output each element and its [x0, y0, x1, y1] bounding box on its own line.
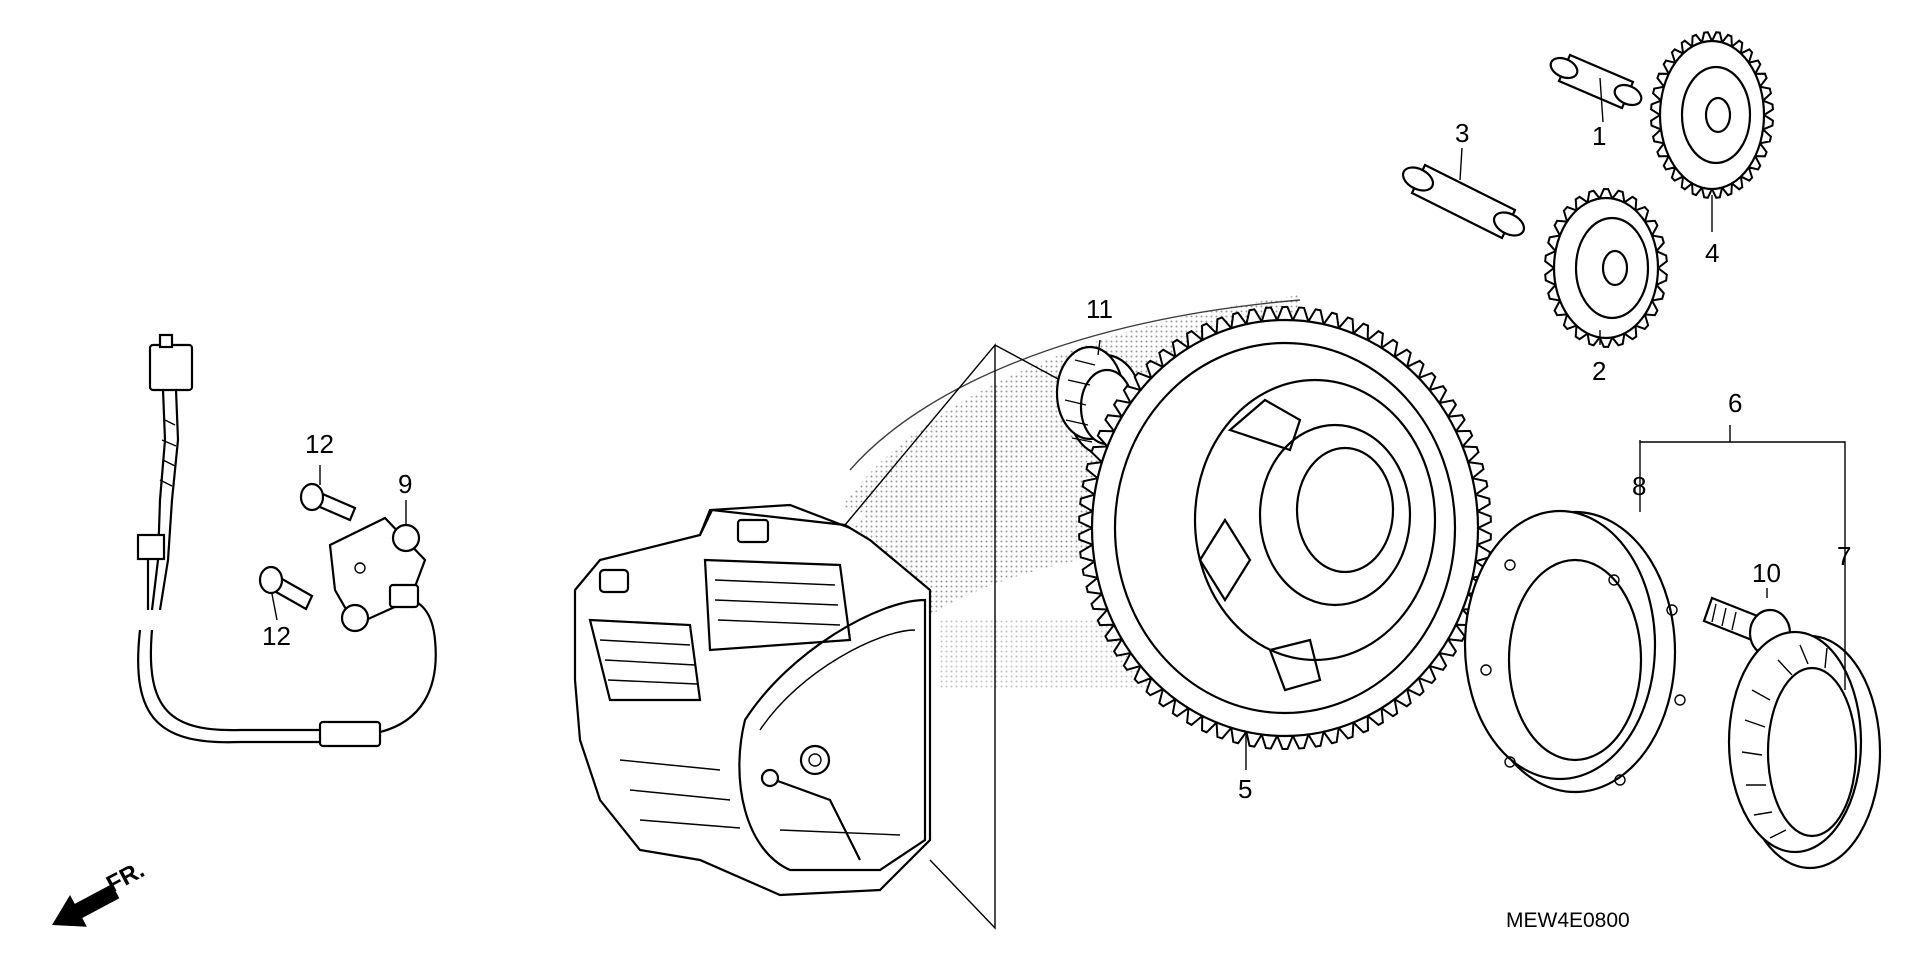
callout-5: 5	[1238, 774, 1252, 804]
callout-1: 1	[1592, 121, 1606, 151]
bolt-part-12-lower	[258, 565, 314, 611]
callout-8: 8	[1632, 471, 1646, 501]
callout-4: 4	[1705, 238, 1719, 268]
bolt-part-12-upper	[299, 482, 357, 522]
idle-gear-part-2	[1544, 188, 1668, 348]
engine-crankcase	[573, 503, 932, 897]
callout-9: 9	[398, 469, 412, 499]
callout-7: 7	[1837, 541, 1851, 571]
callout-6: 6	[1728, 388, 1742, 418]
callout-10: 10	[1752, 558, 1781, 588]
gear-part-4	[1650, 31, 1774, 199]
shaft-part-1	[1549, 53, 1643, 110]
callout-12-upper: 12	[305, 429, 334, 459]
one-way-clutch	[1727, 630, 1882, 870]
front-arrow-icon	[52, 884, 120, 927]
callout-2: 2	[1592, 356, 1606, 386]
shaft-part-3	[1401, 163, 1526, 240]
pulse-sensor	[328, 516, 427, 633]
starter-driven-gear	[1078, 306, 1492, 750]
callout-11: 11	[1086, 294, 1113, 324]
diagram-code: MEW4E0800	[1506, 909, 1630, 932]
starter-clutch-outer	[1463, 509, 1686, 794]
callout-3: 3	[1455, 118, 1469, 148]
callout-12-lower: 12	[262, 621, 291, 651]
callout-lines	[271, 77, 1846, 770]
wire-harness	[136, 333, 437, 748]
assembly-leader-lines	[844, 343, 1061, 930]
